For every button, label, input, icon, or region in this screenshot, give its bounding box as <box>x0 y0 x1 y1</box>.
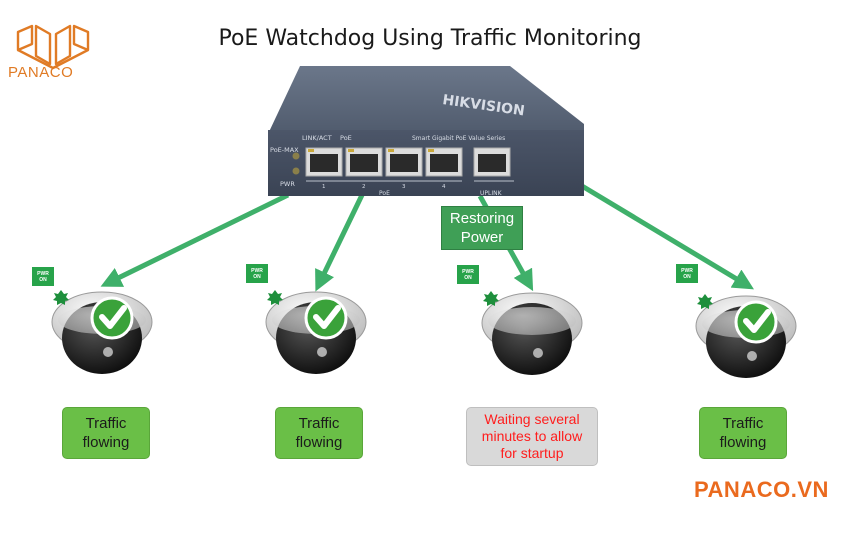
switch-series: Smart Gigabit PoE Value Series <box>412 135 505 142</box>
network-switch-icon: HIKVISION LINK/ACT PoE Smart Gigabit PoE… <box>268 66 584 197</box>
panaco-logo-icon <box>16 24 90 70</box>
check-icon <box>304 296 348 340</box>
check-icon <box>90 296 134 340</box>
logo-text: PANACO <box>8 64 74 81</box>
poe-ports <box>305 147 463 177</box>
svg-text:2: 2 <box>362 184 366 190</box>
dome-camera-icon <box>695 294 797 378</box>
label-poe-group: PoE <box>379 190 390 197</box>
status-waiting-startup: Waiting several minutes to allow for sta… <box>466 407 598 466</box>
label-pwr: PWR <box>280 180 295 188</box>
svg-text:1: 1 <box>322 184 326 190</box>
svg-text:3: 3 <box>402 184 406 190</box>
dome-camera-icon <box>265 290 367 374</box>
restoring-power-label: Restoring Power <box>441 206 523 250</box>
status-traffic-flowing-2: Traffic flowing <box>275 407 363 459</box>
website-label: PANACO.VN <box>694 477 829 502</box>
label-poe-max: PoE-MAX <box>270 146 299 154</box>
status-traffic-flowing-1: Traffic flowing <box>62 407 150 459</box>
dome-camera-icon <box>51 290 153 374</box>
dome-camera-icon <box>481 291 583 375</box>
pwr-on-badge: PWR ON <box>32 267 54 286</box>
pwr-on-badge: PWR ON <box>246 264 268 283</box>
status-traffic-flowing-4: Traffic flowing <box>699 407 787 459</box>
arrow-to-camera-1 <box>100 192 290 287</box>
page-title: PoE Watchdog Using Traffic Monitoring <box>218 26 642 51</box>
check-icon <box>734 300 778 344</box>
pwr-on-badge: PWR ON <box>676 264 698 283</box>
svg-text:4: 4 <box>442 184 446 190</box>
label-uplink: UPLINK <box>480 190 503 197</box>
pwr-on-badge: PWR ON <box>457 265 479 284</box>
label-link-act: LINK/ACT <box>302 134 332 142</box>
arrow-to-camera-4 <box>580 183 754 290</box>
label-poe: PoE <box>340 134 352 142</box>
arrow-to-camera-2 <box>315 193 365 292</box>
